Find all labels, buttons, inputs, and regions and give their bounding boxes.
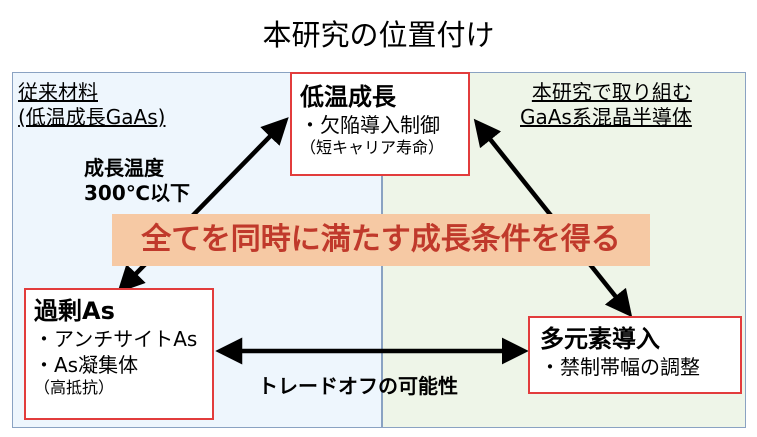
box-title: 過剰As [34,297,115,325]
diagram-title: 本研究の位置付け [262,18,495,52]
tradeoff-label: トレードオフの可能性 [258,374,458,398]
box-title: 多元素導入 [540,325,660,353]
box-low-temperature-growth: 低温成長 ・欠陥導入制御 （短キャリア寿命） [290,72,470,176]
label-line: 成長温度 [84,156,164,180]
panel-label-line: 従来材料 [18,80,98,104]
box-excess-as: 過剰As ・アンチサイトAs ・As凝集体 （高抵抗） [24,288,214,420]
box-bullet: ・アンチサイトAs [34,327,198,351]
box-note: （短キャリア寿命） [300,138,445,157]
goal-banner: 全てを同時に満たす成長条件を得る [112,214,650,266]
box-title: 低温成長 [300,83,396,111]
box-note: （高抵抗） [34,378,115,397]
box-multi-element: 多元素導入 ・禁制帯幅の調整 [528,316,742,394]
box-bullet: ・欠陥導入制御 [300,113,440,137]
panel-label-line: 本研究で取り組む [531,80,692,104]
label-line: 300℃以下 [84,181,190,205]
box-bullet: ・禁制帯幅の調整 [540,355,700,379]
growth-temperature-label: 成長温度 300℃以下 [84,156,190,206]
box-bullet: ・As凝集体 [34,353,139,377]
